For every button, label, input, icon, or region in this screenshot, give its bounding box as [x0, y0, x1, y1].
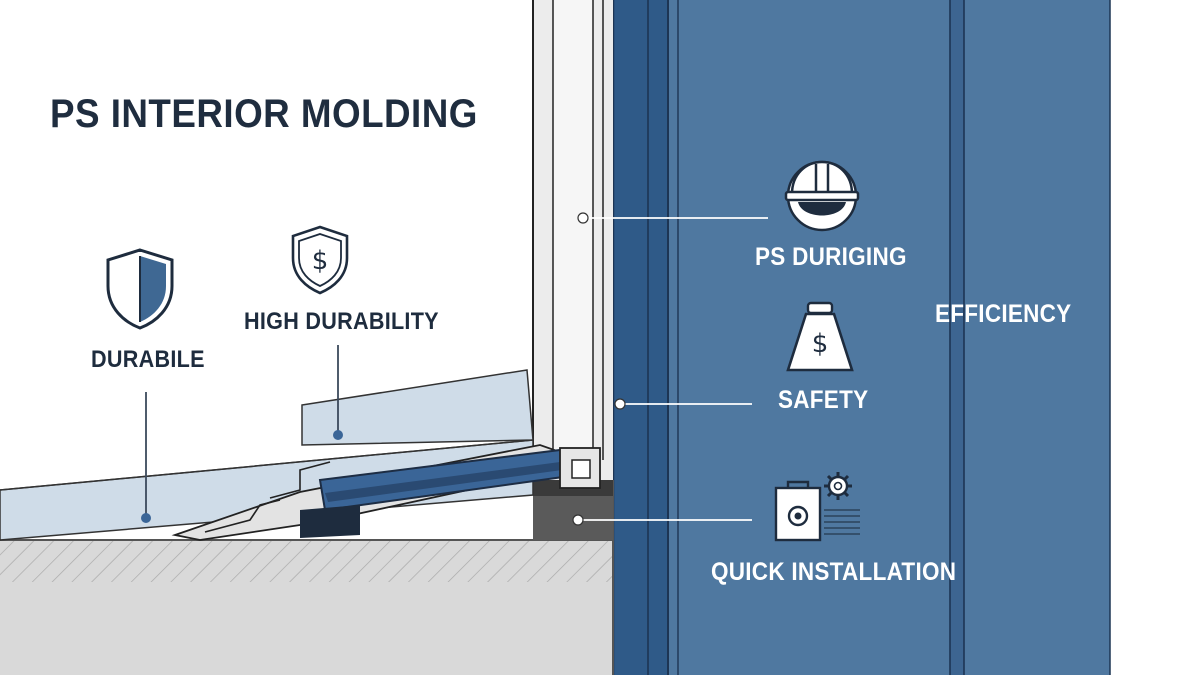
dollar-glyph: $: [812, 329, 829, 359]
floor-slab: [0, 480, 614, 675]
callout-high-durability: [333, 345, 343, 440]
money-bag-icon: $: [786, 301, 854, 372]
vertical-frame: [532, 0, 613, 480]
label-quick-installation: QUICK INSTALLATION: [711, 558, 957, 586]
shield-icon: [106, 248, 174, 330]
base-block: [533, 480, 613, 540]
callout-safety: [614, 398, 752, 410]
sloped-transition-strip: [0, 369, 534, 541]
molding-profile: [171, 444, 601, 541]
label-safety: SAFETY: [778, 386, 869, 414]
hard-hat-icon: [784, 160, 860, 232]
label-efficiency: EFFICIENCY: [935, 300, 1072, 328]
label-ps-duriging: PS DURIGING: [755, 243, 907, 271]
blue-wall-panel: [611, 0, 1111, 675]
label-high-durability: HIGH DURABILITY: [244, 308, 439, 335]
diagram-title: PS INTERIOR MOLDING: [50, 92, 478, 136]
label-durable: DURABILE: [91, 346, 205, 373]
callout-ps-duriging: [577, 212, 768, 224]
dollar-shield-icon: $: [291, 225, 349, 295]
dollar-glyph: $: [312, 246, 329, 276]
callout-durable: [141, 392, 151, 523]
toolbag-gear-icon: [774, 472, 860, 542]
callout-quick-installation: [572, 514, 752, 526]
